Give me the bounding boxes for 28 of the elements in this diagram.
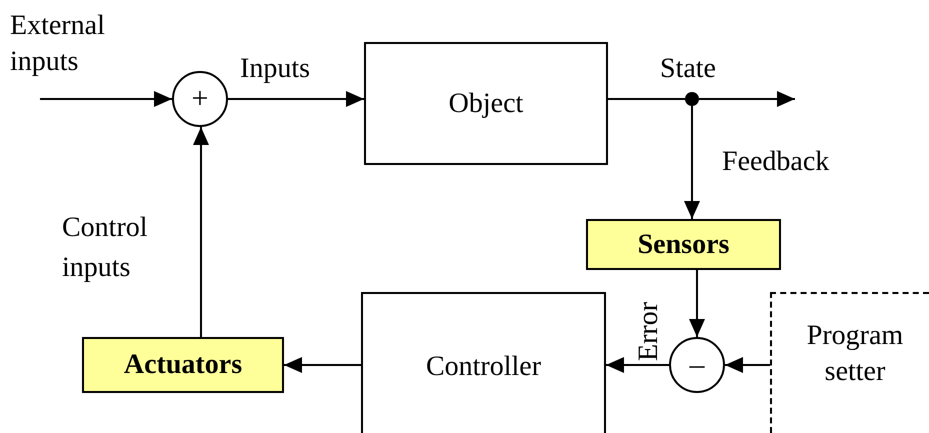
box-label: Program setter: [806, 319, 904, 389]
edge-label: Control inputs: [62, 211, 149, 285]
input-label: External inputs: [10, 9, 106, 79]
operator-sign: +: [192, 81, 208, 117]
box-label: Controller: [426, 350, 542, 384]
arrow: [193, 127, 209, 337]
arrow: [228, 91, 364, 107]
operator-sign: –: [690, 347, 704, 383]
box-label: Sensors: [638, 228, 730, 262]
edge-label: Error: [632, 302, 665, 361]
component-box: [586, 219, 781, 270]
arrow: [606, 357, 669, 373]
arrow: [699, 91, 795, 107]
arrow: [684, 106, 700, 219]
edge-label: Feedback: [722, 145, 830, 179]
process-box: [770, 292, 929, 433]
process-box: [361, 292, 606, 433]
junction-dot: [685, 92, 699, 106]
process-box: [364, 42, 608, 165]
component-box: [82, 337, 284, 393]
signal-label: State: [660, 52, 716, 86]
arrow: [40, 91, 172, 107]
edge-label: Inputs: [240, 52, 310, 86]
box-label: Actuators: [124, 348, 242, 382]
arrow: [689, 270, 705, 337]
arrow: [284, 357, 361, 373]
box-label: Object: [448, 86, 524, 120]
arrow: [725, 357, 770, 373]
